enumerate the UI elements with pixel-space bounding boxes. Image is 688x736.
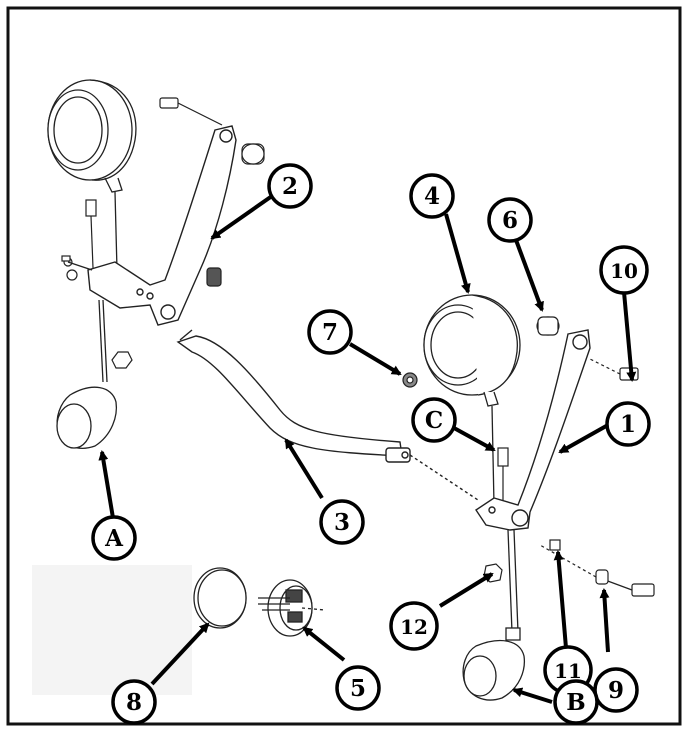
callout-9: 9 — [593, 667, 639, 713]
hardware-left — [61, 97, 265, 369]
callout-12: 12 — [389, 601, 439, 651]
callout-4: 4 — [409, 173, 455, 219]
callout-label: 12 — [400, 615, 428, 639]
callout-label: 3 — [334, 509, 350, 536]
callout-circle — [553, 679, 599, 725]
callout-8: 8 — [111, 679, 157, 725]
callout-A: A — [91, 515, 137, 561]
headlamp-right — [423, 294, 521, 506]
callout-C: C — [411, 397, 457, 443]
callout-5: 5 — [335, 665, 381, 711]
callout-label: C — [425, 407, 443, 434]
callout-label: 7 — [322, 319, 338, 346]
callout-label: 4 — [424, 183, 440, 210]
callout-label: 6 — [502, 207, 518, 234]
callout-circle — [319, 499, 365, 545]
signal-lamp-a — [56, 299, 118, 449]
callout-circle — [307, 309, 353, 355]
callout-label: 9 — [608, 677, 624, 704]
callout-circle — [411, 397, 457, 443]
callout-circle — [389, 601, 439, 651]
crossbar-3 — [176, 329, 479, 501]
callout-10: 10 — [599, 245, 649, 295]
callout-circle — [111, 679, 157, 725]
callout-label: 8 — [126, 689, 142, 716]
mount-bracket-2 — [67, 125, 237, 326]
callout-B: B — [553, 679, 599, 725]
callout-6: 6 — [487, 197, 533, 243]
callout-circle — [409, 173, 455, 219]
callout-3: 3 — [319, 499, 365, 545]
callout-label: 11 — [554, 659, 582, 683]
callout-label: 10 — [610, 259, 638, 283]
callout-label: 5 — [350, 675, 366, 702]
callout-circle — [335, 665, 381, 711]
bulb-socket-5 — [258, 579, 326, 637]
diagram-border — [6, 6, 682, 726]
callout-circle — [267, 163, 313, 209]
pointer-arrows — [98, 194, 637, 704]
callout-label: 2 — [282, 173, 298, 200]
trim-ring-8 — [193, 567, 247, 629]
callout-label: B — [566, 689, 585, 716]
headlamp-left — [47, 79, 137, 271]
callout-1: 1 — [605, 401, 651, 447]
callout-circle — [605, 401, 651, 447]
callout-circle — [599, 245, 649, 295]
signal-lamp-b — [462, 529, 526, 701]
background-shade — [32, 565, 192, 695]
mount-bracket-1 — [475, 329, 591, 531]
callout-circle — [487, 197, 533, 243]
callout-2: 2 — [267, 163, 313, 209]
callout-label: 1 — [620, 411, 636, 438]
callout-7: 7 — [307, 309, 353, 355]
callout-label: A — [104, 525, 124, 552]
callout-circle — [91, 515, 137, 561]
